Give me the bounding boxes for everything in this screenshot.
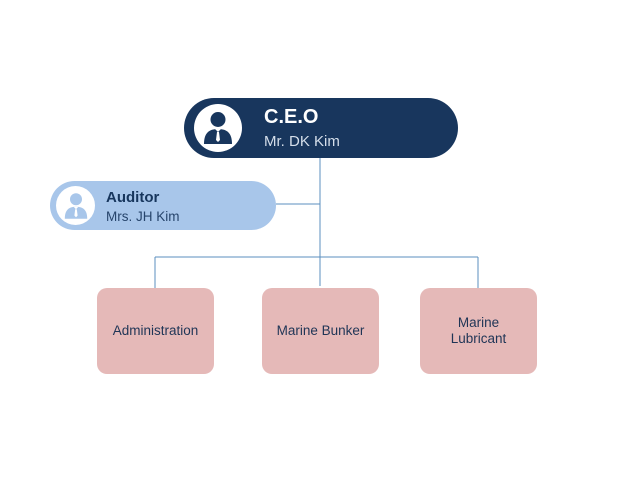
department-marine-lubricant[interactable]: Marine Lubricant: [420, 288, 537, 374]
auditor-node[interactable]: Auditor Mrs. JH Kim: [50, 181, 276, 230]
auditor-avatar: [56, 186, 95, 225]
auditor-name: Mrs. JH Kim: [106, 209, 180, 224]
department-administration[interactable]: Administration: [97, 288, 214, 374]
ceo-avatar: [194, 104, 242, 152]
auditor-title: Auditor: [106, 189, 160, 206]
department-label: Marine Lubricant: [450, 315, 507, 346]
department-marine-bunker[interactable]: Marine Bunker: [262, 288, 379, 374]
ceo-name: Mr. DK Kim: [264, 133, 340, 150]
department-label: Administration: [112, 323, 199, 338]
department-label: Marine Bunker: [276, 323, 365, 338]
ceo-title: C.E.O: [264, 106, 319, 128]
person-icon: [204, 112, 232, 144]
person-icon: [64, 192, 87, 219]
ceo-node[interactable]: C.E.O Mr. DK Kim: [184, 98, 458, 158]
